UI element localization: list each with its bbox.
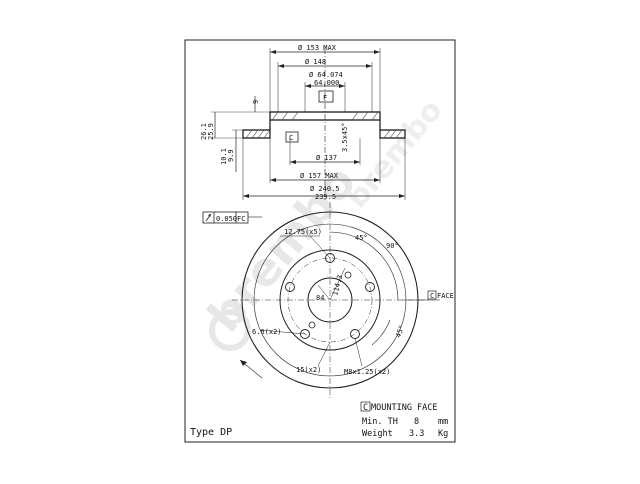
mounting-face-label: MOUNTING FACE xyxy=(371,403,438,413)
face-view xyxy=(232,202,440,398)
face-marker-word: FACE xyxy=(437,292,454,300)
type-label: Type DP xyxy=(190,427,232,438)
dim-15: 15(x2) xyxy=(296,366,321,374)
datum-c-box xyxy=(285,131,299,143)
svg-text:brembo: brembo xyxy=(339,93,449,215)
angle-90: 90° xyxy=(386,242,399,250)
mounting-face-c-box: C xyxy=(363,403,368,413)
dim-chamfer: 3.5x45° xyxy=(341,122,349,152)
dim-137: Ø 137 xyxy=(316,154,337,162)
drawing-frame xyxy=(184,39,456,443)
min-th-label: Min. TH xyxy=(362,417,398,427)
weight-value: 3.3 xyxy=(409,429,424,439)
wheel-bolt-hole xyxy=(285,282,295,292)
dimension-arrows xyxy=(243,50,405,198)
tolerance-value: 0.050 xyxy=(216,215,237,223)
dim-239-5: 239.5 xyxy=(315,193,336,201)
wheel-bolt-hole xyxy=(365,282,375,292)
runout-tolerance-frame: 0.050 FC xyxy=(202,211,262,224)
weight-unit: Kg xyxy=(438,429,448,439)
angle-45-right: 45° xyxy=(394,324,406,339)
view-arrow xyxy=(240,360,247,366)
min-th-unit: mm xyxy=(438,417,448,427)
dim-157-max: Ø 157 MAX xyxy=(300,172,339,180)
dim-148: Ø 148 xyxy=(305,58,326,66)
dim-26-1: 26.1 xyxy=(200,123,208,140)
mounting-face-marker: C FACE xyxy=(427,290,454,300)
dim-64-000: 64.000 xyxy=(314,79,339,87)
tolerance-datum: FC xyxy=(237,215,245,223)
dim-25-9: 25.9 xyxy=(207,123,215,140)
angle-45-top: 45° xyxy=(355,234,368,242)
section-hatching xyxy=(245,111,403,139)
threaded-hole xyxy=(308,321,316,329)
dim-thread: M8x1.25(x2) xyxy=(344,368,390,376)
cross-section-view xyxy=(211,48,406,200)
wheel-bolt-hole xyxy=(325,253,335,263)
notes-block: C MOUNTING FACE Min. TH 8 mm Weight 3.3 … xyxy=(360,401,448,439)
datum-c-label: C xyxy=(289,134,293,142)
dim-153-max: Ø 153 MAX xyxy=(298,44,337,52)
disc-profile xyxy=(242,111,406,139)
dim-10-1: 10.1 xyxy=(220,148,228,165)
weight-label: Weight xyxy=(362,429,393,439)
min-th-value: 8 xyxy=(414,417,419,427)
face-marker-c: C xyxy=(430,292,434,300)
dim-6-6: 6.6(x2) xyxy=(252,328,282,336)
wheel-bolt-hole xyxy=(300,329,310,339)
dim-9: 9 xyxy=(252,100,260,104)
dim-64-074: Ø 64.074 xyxy=(309,71,343,79)
dim-84: 84 xyxy=(316,294,324,302)
dim-240-5: Ø 240.5 xyxy=(310,185,340,193)
dim-9-9: 9.9 xyxy=(227,149,235,162)
centre-bore xyxy=(307,277,353,323)
wheel-bolt-hole xyxy=(350,329,360,339)
datum-f-box xyxy=(318,90,334,103)
threaded-hole xyxy=(344,271,352,279)
dim-114-3: 114.3 xyxy=(331,274,344,296)
dim-12-75: 12.75(x5) xyxy=(284,228,322,236)
datum-f-label: F xyxy=(323,94,327,102)
